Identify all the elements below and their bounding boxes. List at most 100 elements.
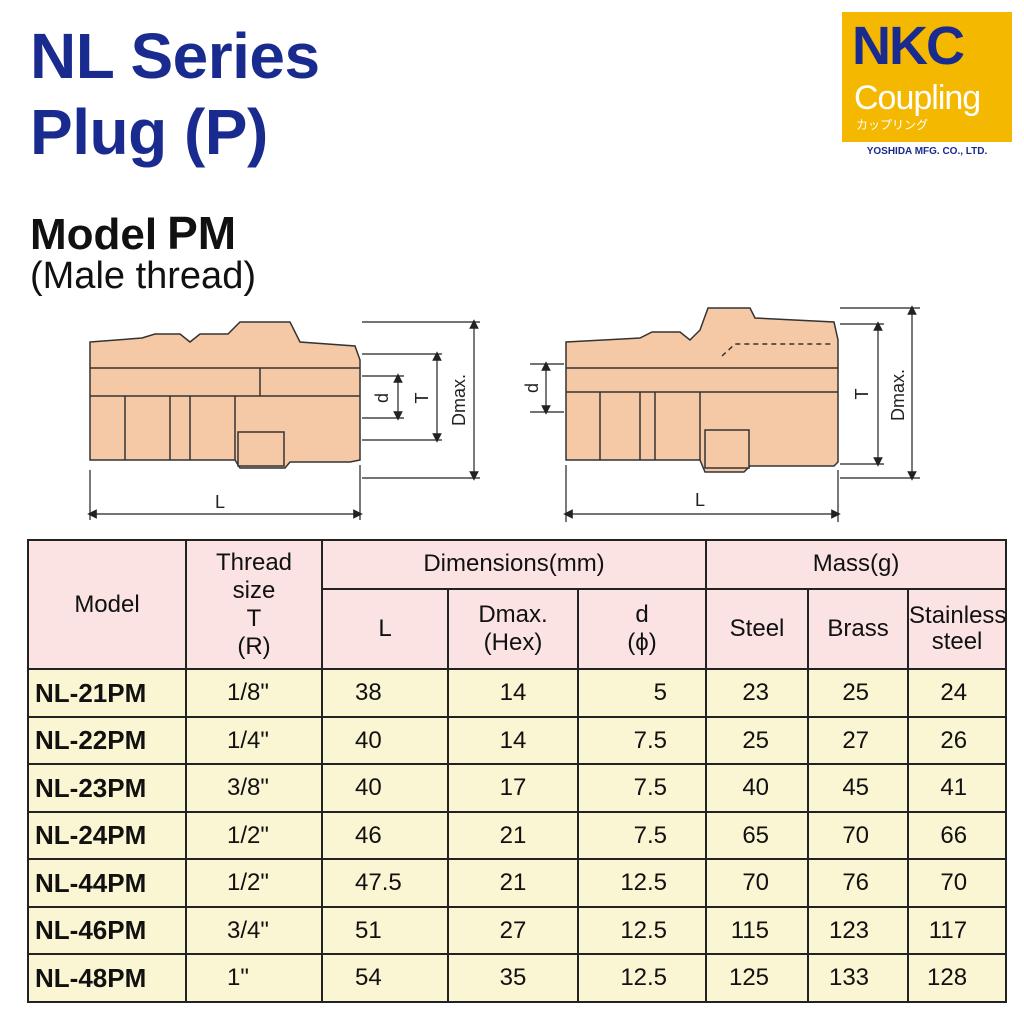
cell-mass-brass: 123: [807, 905, 910, 956]
cell-mass-brass: 76: [807, 858, 910, 908]
header-stainless-line1: Stainless: [909, 601, 1007, 629]
cell-length: 51: [321, 905, 449, 956]
cell-length: 40: [321, 763, 449, 813]
cell-model: NL-24PM: [27, 810, 187, 861]
header-mass: Mass(g): [705, 539, 1008, 590]
label-L-right: L: [695, 490, 705, 510]
cell-mass-brass: 45: [807, 763, 910, 813]
spec-table: Model Thread size T (R) Dimensions(mm) M…: [27, 538, 1008, 1003]
cell-length: 46: [321, 810, 449, 861]
header-stainless-line2: steel: [931, 627, 983, 655]
label-Dmax-left: Dmax.: [449, 374, 469, 426]
cell-mass-steel: 25: [705, 715, 810, 766]
header-steel: Steel: [705, 587, 810, 671]
cell-d: 5: [576, 668, 708, 718]
model-prefix: Model: [30, 210, 158, 259]
cell-model: NL-23PM: [27, 763, 187, 813]
cell-length: 54: [321, 953, 449, 1003]
cell-mass-stainless: 117: [907, 905, 1008, 956]
cell-mass-stainless: 66: [907, 810, 1008, 861]
cell-thread: 1/4": [185, 715, 323, 766]
cell-d: 12.5: [576, 953, 708, 1003]
cell-length: 40: [321, 715, 449, 766]
cell-d: 12.5: [576, 858, 708, 908]
cell-d: 7.5: [576, 763, 708, 813]
cell-thread: 1": [185, 953, 323, 1003]
cell-length: 38: [321, 668, 449, 718]
header-d-line2: (ϕ): [627, 628, 657, 656]
plug-dims-left: [87, 319, 480, 520]
header-stainless: Stainless steel: [907, 587, 1008, 671]
label-Dmax-right: Dmax.: [888, 369, 908, 421]
cell-model: NL-48PM: [27, 953, 187, 1003]
cell-mass-brass: 70: [807, 810, 910, 861]
header-model: Model: [27, 538, 187, 671]
header-thread-size: Thread size T (R): [185, 538, 323, 671]
plug-drawing-right: [565, 307, 839, 473]
cell-mass-steel: 23: [705, 668, 810, 718]
header-thread-line2: size: [232, 576, 276, 604]
cell-mass-stainless: 128: [907, 953, 1008, 1003]
plug-drawing-left: [89, 321, 361, 469]
header-brass: Brass: [807, 587, 910, 671]
cell-model: NL-44PM: [27, 858, 187, 908]
header-L: L: [321, 587, 449, 671]
logo-kana: カップリング: [856, 118, 929, 132]
cell-thread: 1/2": [185, 810, 323, 861]
header-thread-line4: (R): [237, 632, 271, 660]
label-d-left: d: [372, 393, 392, 403]
title-line-plug: Plug (P): [30, 96, 268, 168]
cell-mass-stainless: 70: [907, 858, 1008, 908]
header-d: d (ϕ): [576, 587, 708, 671]
label-d-right: d: [522, 383, 542, 393]
cell-dmax: 27: [447, 905, 579, 956]
cell-dmax: 14: [447, 715, 579, 766]
plug-diagrams: L Dmax. T d L Dmax. T d: [87, 305, 920, 522]
page-title: NL Series Plug (P): [30, 18, 320, 170]
cell-mass-brass: 133: [807, 953, 910, 1003]
model-subtitle: (Male thread): [30, 255, 256, 297]
cell-thread: 1/2": [185, 858, 323, 908]
header-dmax-line2: (Hex): [483, 628, 543, 656]
title-line-series: NL Series: [30, 20, 320, 92]
logo-word: Coupling: [854, 79, 981, 117]
cell-mass-steel: 125: [705, 953, 810, 1003]
cell-model: NL-21PM: [27, 668, 187, 718]
cell-dmax: 21: [447, 810, 579, 861]
cell-mass-brass: 25: [807, 668, 910, 718]
cell-length: 47.5: [321, 858, 449, 908]
cell-thread: 3/8": [185, 763, 323, 813]
cell-mass-brass: 27: [807, 715, 910, 766]
cell-thread: 1/8": [185, 668, 323, 718]
model-code: PM: [167, 207, 237, 259]
header-dmax: Dmax. (Hex): [447, 587, 579, 671]
cell-mass-steel: 65: [705, 810, 810, 861]
cell-dmax: 35: [447, 953, 579, 1003]
cell-mass-stainless: 26: [907, 715, 1008, 766]
cell-mass-steel: 70: [705, 858, 810, 908]
cell-mass-stainless: 24: [907, 668, 1008, 718]
header-thread-line3: T: [246, 604, 262, 632]
header-d-line1: d: [635, 600, 649, 628]
cell-thread: 3/4": [185, 905, 323, 956]
cell-model: NL-22PM: [27, 715, 187, 766]
cell-mass-stainless: 41: [907, 763, 1008, 813]
header-dmax-line1: Dmax.: [478, 600, 548, 628]
logo-brand: NKC: [852, 16, 965, 76]
cell-d: 7.5: [576, 715, 708, 766]
cell-dmax: 17: [447, 763, 579, 813]
cell-mass-steel: 40: [705, 763, 810, 813]
label-T-left: T: [412, 393, 432, 404]
cell-model: NL-46PM: [27, 905, 187, 956]
cell-d: 12.5: [576, 905, 708, 956]
header-thread-line1: Thread: [215, 548, 293, 576]
